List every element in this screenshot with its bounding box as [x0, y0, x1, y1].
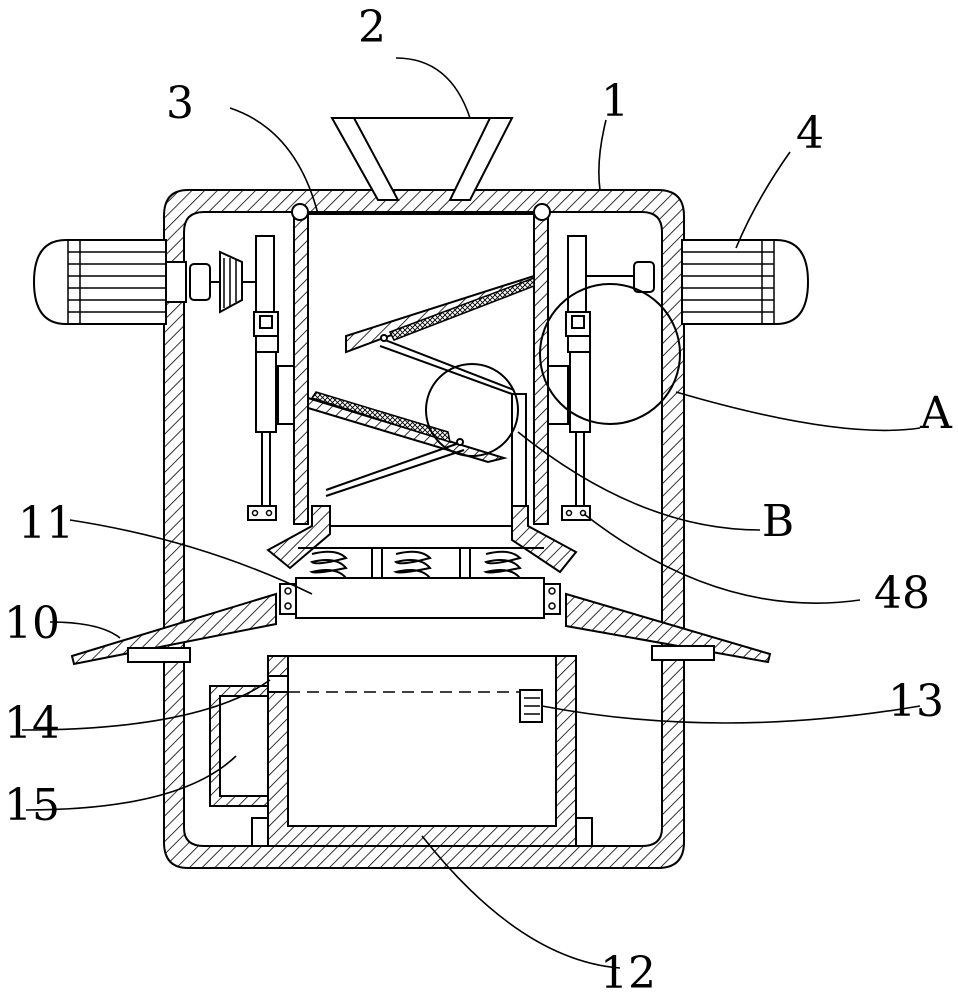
label-11: 11: [18, 498, 74, 549]
left-gear-assembly: [189, 250, 256, 314]
lower-screen-deck: [307, 391, 508, 497]
label-10: 10: [4, 598, 60, 649]
label-b: B: [762, 496, 794, 547]
left-motor: [32, 239, 187, 325]
label-4: 4: [796, 108, 824, 159]
label-2: 2: [358, 2, 386, 53]
label-14: 14: [4, 698, 60, 749]
discharge-chutes: [266, 505, 578, 574]
upper-screen-deck: [345, 274, 535, 395]
label-15: 15: [4, 780, 60, 831]
left-outlet-tray: [70, 592, 277, 666]
label-13: 13: [888, 676, 944, 727]
label-12: 12: [600, 948, 656, 999]
housing: [163, 189, 685, 869]
label-a: A: [919, 388, 953, 439]
leader-lines: [21, 57, 921, 969]
label-3: 3: [166, 78, 194, 129]
label-48: 48: [874, 568, 930, 619]
right-drive-mechanism: [545, 235, 591, 521]
right-gear-assembly: [586, 261, 655, 293]
right-outlet-tray: [565, 592, 772, 664]
detail-circle-a: [539, 283, 681, 425]
feed-hopper: [330, 117, 514, 201]
side-box: [209, 685, 269, 807]
left-drive-mechanism: [247, 235, 299, 521]
spring-set: [298, 547, 544, 579]
vibration-plate: [279, 577, 561, 619]
screening-chamber: [291, 203, 551, 527]
right-motor: [681, 239, 810, 325]
label-1: 1: [601, 76, 629, 127]
level-indicator: [267, 675, 543, 723]
detail-circle-b: [425, 363, 519, 457]
collection-bin: [251, 655, 593, 847]
